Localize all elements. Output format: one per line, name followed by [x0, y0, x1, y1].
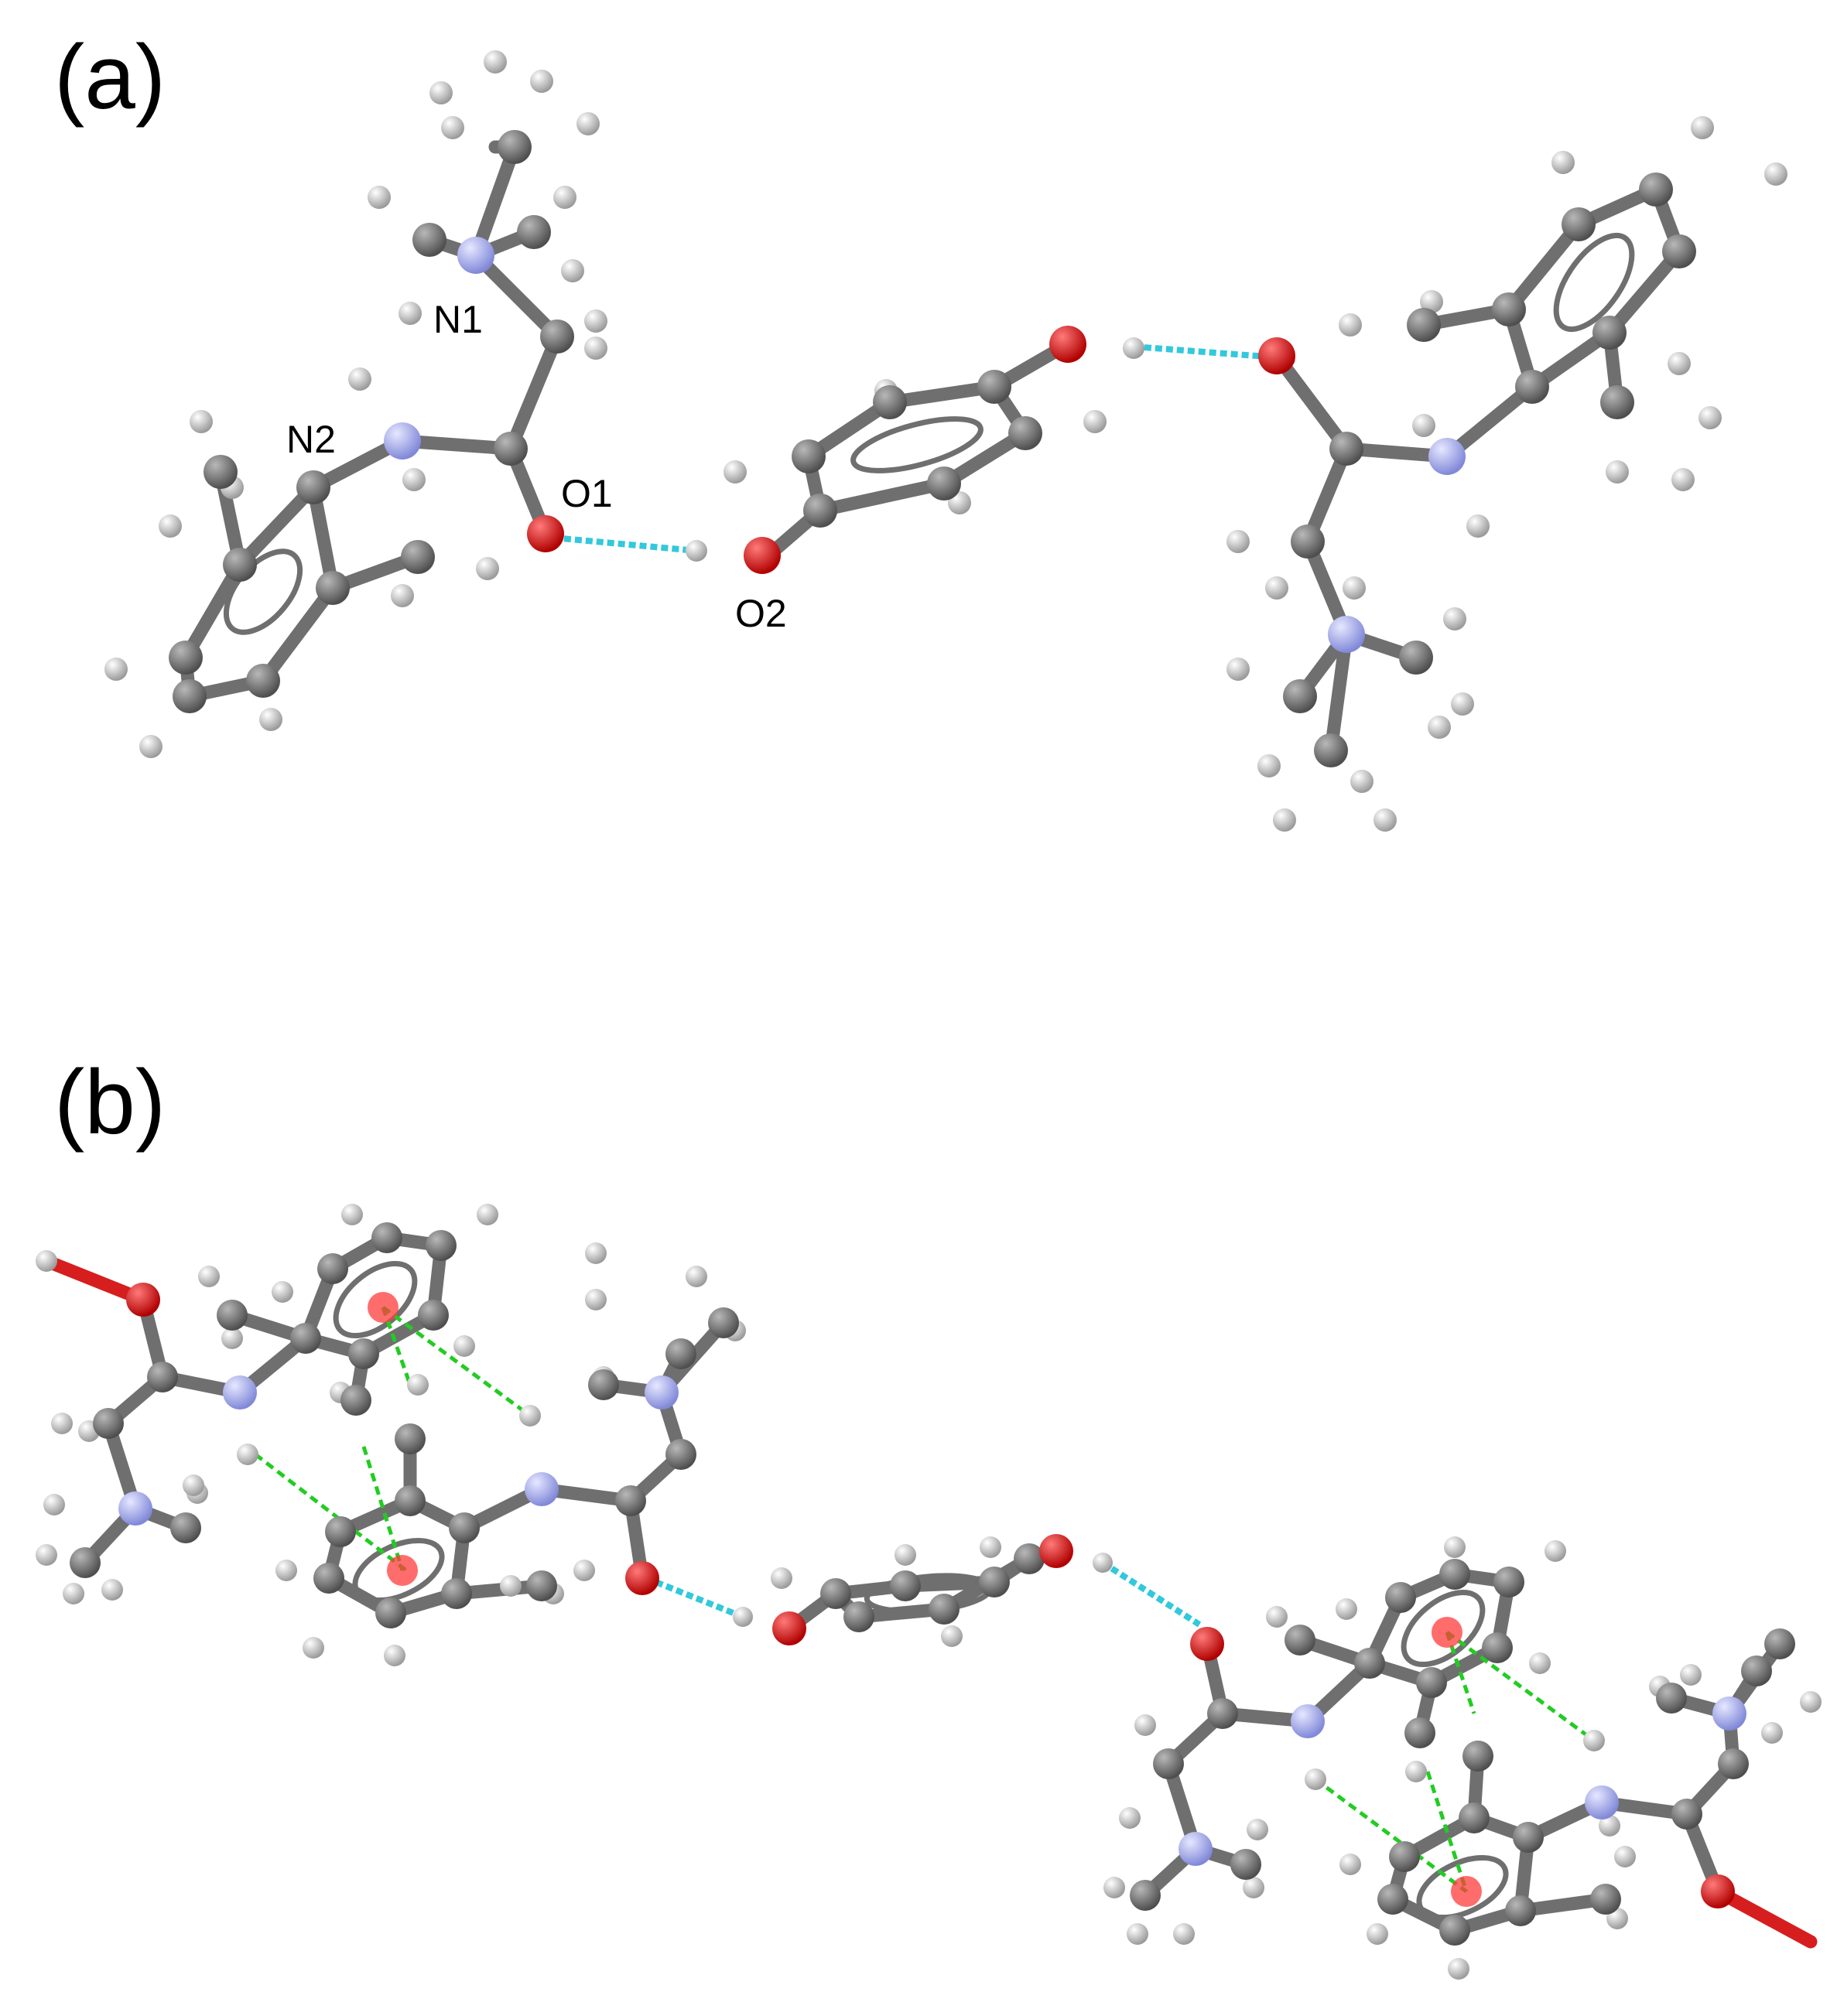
ring-centroids — [368, 1292, 1482, 1907]
hbond-o1-h — [552, 535, 697, 554]
panel-b-atoms — [36, 1204, 1822, 1980]
panel-a-hydrogen-bonds — [552, 343, 1278, 554]
atom-o2 — [744, 537, 781, 574]
label-o2: O2 — [735, 592, 787, 635]
hbond-h-o-right — [1133, 343, 1278, 360]
panel-a-atom-labels: N1 N2 O1 O2 — [286, 298, 787, 635]
label-n1: N1 — [433, 298, 483, 341]
panel-b-hydrogen-bonds — [645, 1560, 1202, 1628]
panel-a-label: (a) — [54, 26, 166, 128]
label-n2: N2 — [286, 418, 336, 461]
panel-a: (a) — [54, 26, 1787, 832]
label-o1: O1 — [561, 472, 613, 515]
panel-a-atoms — [104, 50, 1787, 832]
atom-n2 — [384, 422, 421, 460]
atom-o1 — [527, 515, 564, 552]
atom-n1 — [457, 237, 494, 274]
panel-b: (b) — [36, 1051, 1822, 1980]
panel-b-label: (b) — [54, 1051, 166, 1153]
